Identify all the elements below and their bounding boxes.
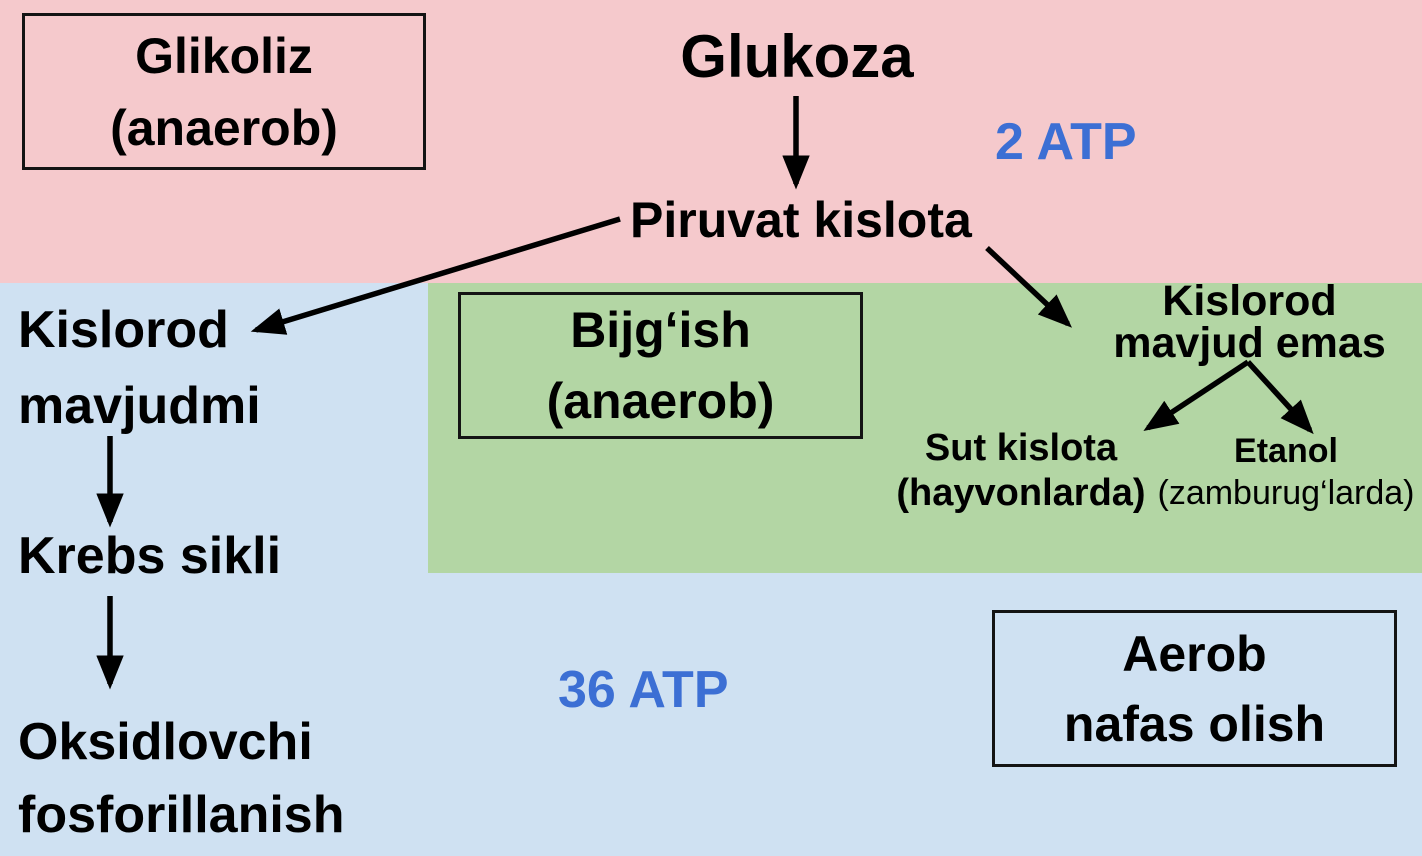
sut-kislota-label: Sut kislota (hayvonlarda) — [880, 426, 1162, 516]
krebs-sikli-label: Krebs sikli — [18, 527, 282, 585]
kislorod-emas-line2: mavjud emas — [1113, 319, 1386, 367]
kislorod-mavjudmi-line1: Kislorod — [18, 301, 229, 359]
etanol-line2: (zamburug‘larda) — [1157, 474, 1415, 512]
glikoliz-anaerob-box: Glikoliz (anaerob) — [22, 13, 426, 170]
piruvat-kislota-label: Piruvat kislota — [630, 192, 972, 248]
atp-36-label: 36 ATP — [558, 661, 729, 719]
sut-kislota-line2: (hayvonlarda) — [896, 472, 1146, 514]
aerob-nafas-olish-box: Aerob nafas olish — [992, 610, 1397, 767]
oksidlovchi-fosforillanish-label: Oksidlovchi fosforillanish — [18, 706, 344, 852]
bijgish-anaerob-box: Bijg‘ish (anaerob) — [458, 292, 863, 439]
aerob-line2: nafas olish — [1063, 695, 1326, 752]
fermentation-region-background — [428, 283, 1422, 573]
glycolysis-region-background — [0, 0, 1422, 283]
glikoliz-label: Glikoliz — [135, 27, 313, 84]
arrow-emas-to-etanol — [1245, 360, 1314, 435]
etanol-line1: Etanol — [1234, 432, 1338, 470]
bijgish-label: Bijg‘ish — [570, 301, 751, 358]
oksidlovchi-line2: fosforillanish — [18, 786, 345, 844]
atp-2-label: 2 ATP — [995, 113, 1137, 171]
sut-kislota-line1: Sut kislota — [924, 427, 1118, 469]
bijgish-anaerob-label: (anaerob) — [546, 372, 775, 429]
aerob-line1: Aerob — [1122, 625, 1267, 682]
kislorod-mavjud-emas-label: Kislorod mavjud emas — [1077, 277, 1422, 367]
glikoliz-anaerob-label: (anaerob) — [110, 99, 338, 156]
arrow-emas-to-sut-kislota — [1143, 359, 1250, 432]
kislorod-mavjudmi-line2: mavjudmi — [18, 377, 261, 435]
glukoza-label: Glukoza — [680, 23, 914, 90]
oksidlovchi-line1: Oksidlovchi — [18, 713, 313, 771]
kislorod-mavjudmi-label: Kislorod mavjudmi — [18, 292, 261, 444]
arrow-piruvat-to-kislorod-mavjudmi — [250, 216, 621, 335]
kislorod-emas-line1: Kislorod — [1162, 277, 1337, 325]
arrow-piruvat-to-kislorod-emas — [985, 245, 1073, 328]
etanol-label: Etanol (zamburug‘larda) — [1150, 430, 1422, 514]
